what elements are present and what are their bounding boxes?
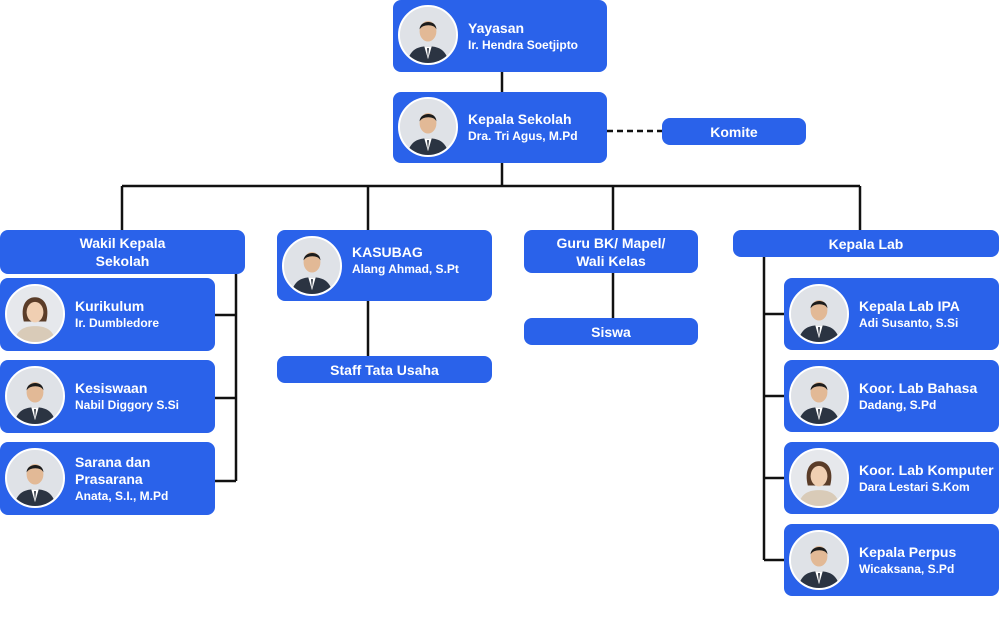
- lab-komputer-title: Koor. Lab Komputer: [859, 461, 994, 478]
- kurikulum-card[interactable]: Kurikulum Ir. Dumbledore: [0, 278, 215, 351]
- staff-tata-usaha-label: Staff Tata Usaha: [330, 361, 439, 378]
- person-icon: [400, 99, 456, 155]
- person-icon: [791, 532, 847, 588]
- kasubag-card[interactable]: KASUBAG Alang Ahmad, S.Pt: [277, 230, 492, 301]
- siswa-label: Siswa: [591, 323, 631, 340]
- kepala-lab-card[interactable]: Kepala Lab: [733, 230, 999, 257]
- kesiswaan-card[interactable]: Kesiswaan Nabil Diggory S.Si: [0, 360, 215, 433]
- yayasan-card[interactable]: Yayasan Ir. Hendra Soetjipto: [393, 0, 607, 72]
- kurikulum-photo: [5, 284, 65, 344]
- kepala-perpus-card[interactable]: Kepala Perpus Wicaksana, S.Pd: [784, 524, 999, 596]
- siswa-card[interactable]: Siswa: [524, 318, 698, 345]
- lab-komputer-card[interactable]: Koor. Lab Komputer Dara Lestari S.Kom: [784, 442, 999, 514]
- yayasan-title: Yayasan: [468, 19, 525, 36]
- person-icon: [791, 286, 847, 342]
- person-icon: [7, 286, 63, 342]
- lab-bahasa-name: Dadang, S.Pd: [859, 397, 937, 412]
- kurikulum-name: Ir. Dumbledore: [75, 316, 160, 330]
- lab-ipa-card[interactable]: Kepala Lab IPA Adi Susanto, S.Si: [784, 278, 999, 350]
- person-icon: [7, 368, 63, 424]
- sarana-card[interactable]: Sarana dan Prasarana Anata, S.I., M.Pd: [0, 442, 215, 515]
- lab-komputer-photo: [789, 448, 849, 508]
- wakil-kepala-label: Wakil Kepala Sekolah: [79, 235, 166, 269]
- person-icon: [284, 238, 340, 294]
- kepala-perpus-name: Wicaksana, S.Pd: [859, 561, 955, 576]
- lab-ipa-title: Kepala Lab IPA: [859, 297, 960, 314]
- lab-bahasa-title: Koor. Lab Bahasa: [859, 379, 978, 396]
- yayasan-photo: [398, 5, 458, 65]
- sarana-title: Sarana dan Prasarana: [75, 453, 151, 487]
- kesiswaan-name: Nabil Diggory S.Si: [75, 398, 180, 412]
- lab-ipa-photo: [789, 284, 849, 344]
- guru-card[interactable]: Guru BK/ Mapel/ Wali Kelas: [524, 230, 698, 273]
- person-icon: [7, 450, 63, 506]
- kurikulum-title: Kurikulum: [75, 298, 145, 314]
- kepala-sekolah-photo: [398, 97, 458, 157]
- kasubag-photo: [282, 236, 342, 296]
- person-icon: [400, 7, 456, 63]
- wakil-kepala-card[interactable]: Wakil Kepala Sekolah: [0, 230, 245, 274]
- sarana-name: Anata, S.I., M.Pd: [75, 488, 169, 503]
- lab-ipa-name: Adi Susanto, S.Si: [859, 315, 959, 330]
- lab-bahasa-photo: [789, 366, 849, 426]
- lab-komputer-name: Dara Lestari S.Kom: [859, 479, 970, 494]
- staff-tata-usaha-card[interactable]: Staff Tata Usaha: [277, 356, 492, 383]
- kepala-sekolah-name: Dra. Tri Agus, M.Pd: [468, 129, 578, 143]
- person-icon: [791, 368, 847, 424]
- kepala-perpus-photo: [789, 530, 849, 590]
- kasubag-title: KASUBAG: [352, 244, 423, 260]
- kepala-sekolah-card[interactable]: Kepala Sekolah Dra. Tri Agus, M.Pd: [393, 92, 607, 163]
- lab-bahasa-card[interactable]: Koor. Lab Bahasa Dadang, S.Pd: [784, 360, 999, 432]
- kesiswaan-photo: [5, 366, 65, 426]
- kesiswaan-title: Kesiswaan: [75, 380, 148, 396]
- guru-label: Guru BK/ Mapel/ Wali Kelas: [556, 234, 666, 269]
- kepala-perpus-title: Kepala Perpus: [859, 543, 957, 560]
- kepala-lab-label: Kepala Lab: [828, 235, 904, 252]
- person-icon: [791, 450, 847, 506]
- yayasan-name: Ir. Hendra Soetjipto: [468, 37, 579, 52]
- kasubag-name: Alang Ahmad, S.Pt: [352, 262, 459, 276]
- komite-label: Komite: [710, 123, 758, 140]
- komite-card[interactable]: Komite: [662, 118, 806, 145]
- sarana-photo: [5, 448, 65, 508]
- kepala-sekolah-title: Kepala Sekolah: [468, 111, 572, 127]
